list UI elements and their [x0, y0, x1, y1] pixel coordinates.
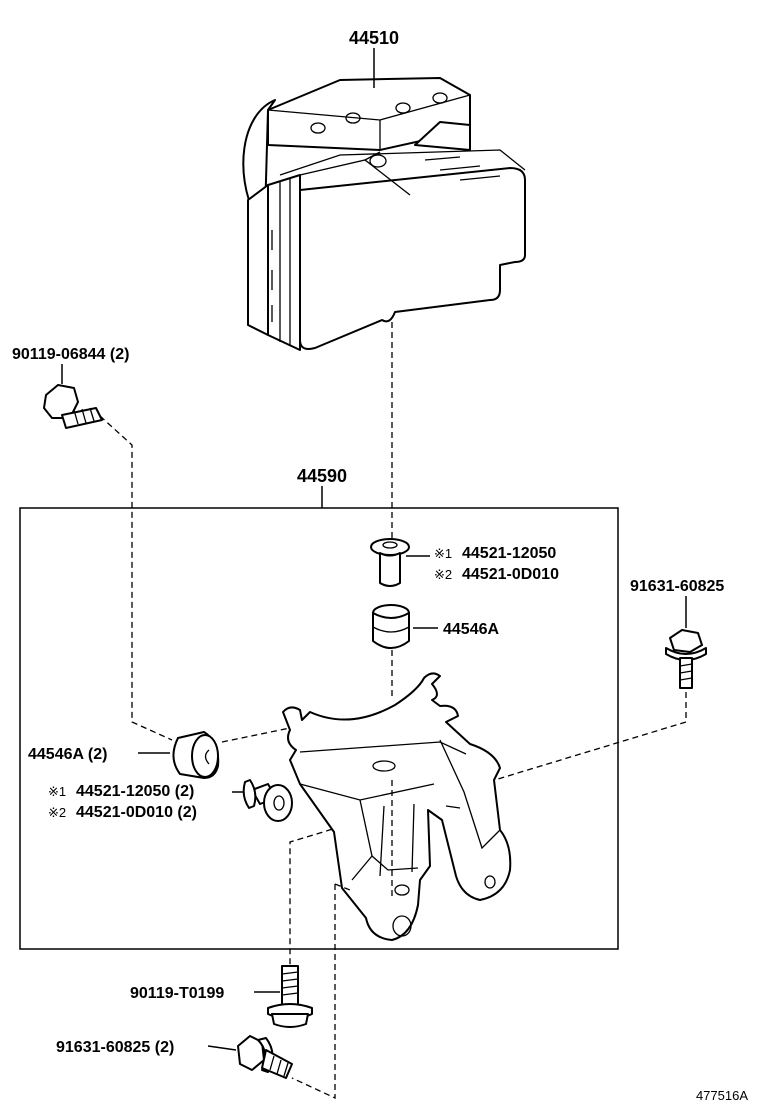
center-bolt-label-2: 44521-0D010 — [462, 566, 559, 583]
diagram-id: 477516A — [696, 1088, 748, 1103]
flange-bolt-top-left-part[interactable] — [43, 384, 103, 429]
bolt-bottom-part[interactable] — [267, 965, 313, 1028]
left-note1-mark: ※1 — [48, 784, 66, 799]
bolt-bottom-label: 90119-T0199 — [130, 985, 224, 1002]
cushion-left-part[interactable] — [172, 731, 220, 779]
note1-mark: ※1 — [434, 546, 452, 561]
left-bolt-label-1: 44521-12050 (2) — [76, 783, 194, 800]
abs-actuator-part[interactable] — [242, 77, 526, 351]
bracket-part[interactable] — [282, 672, 512, 941]
bolt-right-label: 91631-60825 — [630, 578, 724, 595]
hex-bolt-bottom-left-part[interactable] — [237, 1035, 293, 1079]
cushion-left-label: 44546A (2) — [28, 746, 107, 763]
actuator-part-label: 44510 — [349, 28, 399, 48]
left-note2-mark: ※2 — [48, 805, 66, 820]
center-bolt-label-1: 44521-12050 — [462, 545, 556, 562]
cushion-center-label: 44546A — [443, 621, 499, 638]
collar-bolt-center-part[interactable] — [370, 538, 410, 587]
bolt-bottom-left-label: 91631-60825 (2) — [56, 1039, 174, 1056]
left-bolt-label-2: 44521-0D010 (2) — [76, 804, 197, 821]
note2-mark: ※2 — [434, 567, 452, 582]
collar-bolt-left-part[interactable] — [242, 779, 293, 822]
bolt-top-left-label: 90119-06844 (2) — [12, 346, 129, 363]
bracket-assembly-frame — [19, 507, 619, 950]
cushion-center-part[interactable] — [372, 604, 410, 649]
hex-bolt-right-part[interactable] — [665, 629, 707, 689]
bracket-assembly-label: 44590 — [297, 466, 347, 486]
